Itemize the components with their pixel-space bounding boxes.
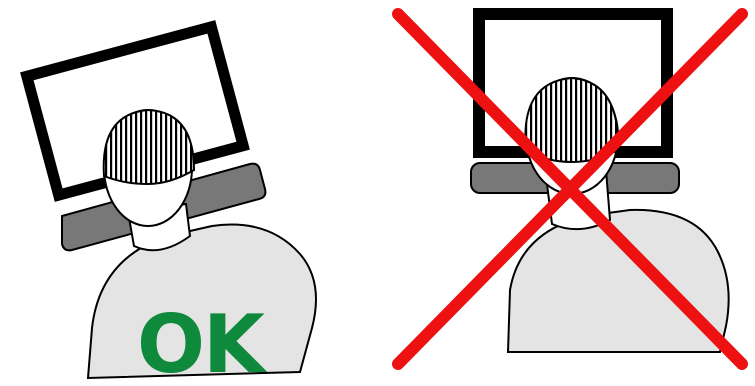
ok-label: OK bbox=[137, 298, 268, 386]
correct-posture-panel: OK bbox=[20, 20, 316, 386]
incorrect-posture-panel bbox=[398, 8, 742, 364]
